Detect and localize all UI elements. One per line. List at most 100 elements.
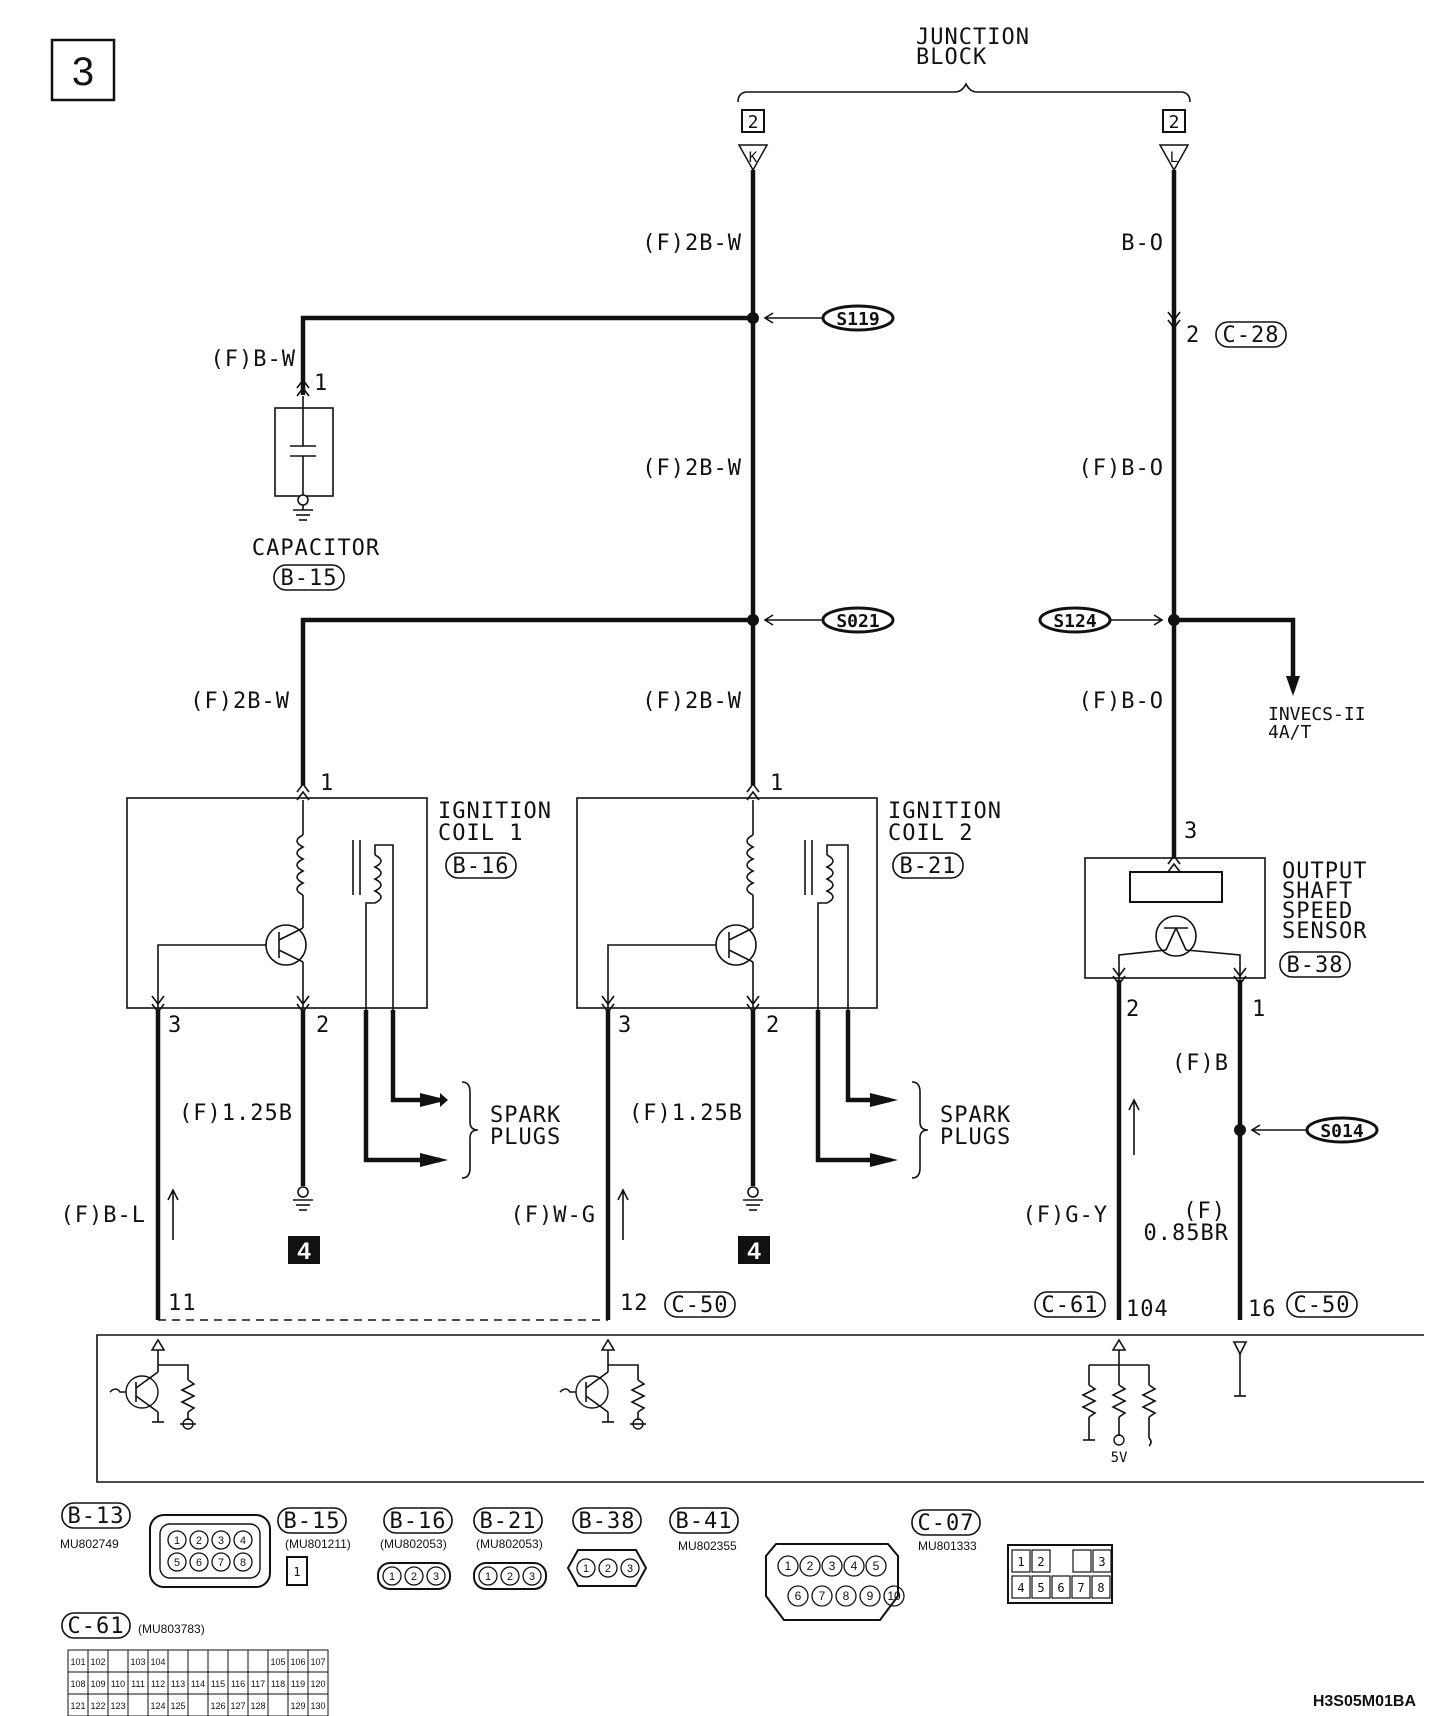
svg-text:106: 106 bbox=[290, 1657, 305, 1667]
wire-labels: (F)2B-W (F)2B-W (F)2B-W (F)2B-W (F)B-W B… bbox=[61, 231, 1229, 1246]
svg-text:8: 8 bbox=[1097, 1581, 1104, 1595]
coil1-pin-left: 3 bbox=[168, 1013, 182, 1038]
legend-c07-pin: 2 bbox=[1031, 1549, 1051, 1573]
legend-b41-pin: 3 bbox=[821, 1555, 843, 1577]
svg-text:3: 3 bbox=[529, 1571, 535, 1583]
svg-text:121: 121 bbox=[70, 1701, 85, 1711]
ignition-coil-1: 1 3 2 IGNITION COIL 1 B-16 bbox=[126, 771, 551, 1038]
wire-k-low: (F)2B-W bbox=[642, 689, 742, 714]
svg-text:116: 116 bbox=[231, 1679, 245, 1689]
legend-c61-cell: 127 bbox=[227, 1693, 249, 1716]
sensor-name-3: SPEED bbox=[1282, 899, 1353, 924]
page-number: 3 bbox=[72, 50, 94, 94]
legend-b15-part: (MU801211) bbox=[285, 1537, 351, 1551]
wire-k-top: (F)2B-W bbox=[642, 231, 742, 256]
svg-text:3: 3 bbox=[1098, 1555, 1105, 1569]
ignition-coil-2: 1 3 2 IGNITION COIL 2 B-21 bbox=[576, 771, 1001, 1038]
legend-c07-pin: 5 bbox=[1031, 1575, 1051, 1599]
svg-text:104: 104 bbox=[150, 1657, 165, 1667]
legend-c61-cell bbox=[267, 1693, 289, 1716]
svg-text:7: 7 bbox=[218, 1557, 224, 1569]
wire-k-mid: (F)2B-W bbox=[642, 456, 742, 481]
coil2-pin-left: 3 bbox=[618, 1013, 632, 1038]
legend-b13-pin: 6 bbox=[189, 1552, 209, 1572]
legend-b16-pin: 1 bbox=[382, 1566, 402, 1586]
jb-terminal-l: L bbox=[1170, 150, 1178, 166]
svg-text:1: 1 bbox=[389, 1571, 395, 1583]
legend-c07-pin: 8 bbox=[1091, 1575, 1111, 1599]
legend-c61-cell: 128 bbox=[247, 1693, 269, 1716]
ground-4-right: 4 bbox=[738, 1186, 770, 1265]
legend-c61-cell: 114 bbox=[187, 1671, 209, 1695]
legend-b38-ref: B-38 bbox=[579, 1509, 636, 1534]
legend-c07-pin: 6 bbox=[1051, 1575, 1071, 1599]
legend-b41-pin: 8 bbox=[835, 1585, 857, 1607]
wire-coil1-signal: (F)B-L bbox=[61, 1203, 146, 1228]
legend-c61-cell: 119 bbox=[287, 1671, 309, 1695]
svg-text:115: 115 bbox=[211, 1679, 225, 1689]
legend-c61-cell bbox=[167, 1649, 189, 1673]
coil2-ref: B-21 bbox=[900, 854, 957, 879]
svg-text:123: 123 bbox=[110, 1701, 125, 1711]
legend-b13-ref: B-13 bbox=[68, 1504, 125, 1529]
svg-text:6: 6 bbox=[1057, 1581, 1064, 1595]
legend-c61-cell: 122 bbox=[87, 1693, 109, 1716]
legend-c61-cell: 108 bbox=[67, 1671, 89, 1695]
legend-b21-pin: 1 bbox=[478, 1566, 498, 1586]
svg-text:2: 2 bbox=[507, 1571, 513, 1583]
svg-text:101: 101 bbox=[70, 1657, 85, 1667]
legend-c61-cell: 111 bbox=[127, 1671, 149, 1695]
legend-c61-cell bbox=[107, 1649, 129, 1673]
invecs-line1: INVECS-II bbox=[1268, 704, 1366, 725]
svg-text:4: 4 bbox=[1017, 1581, 1024, 1595]
legend-c61-cell: 112 bbox=[147, 1671, 169, 1695]
output-shaft-speed-sensor: 3 2 1 OUTPUT SHAFT SPEED SENSOR B-38 bbox=[1084, 819, 1366, 1022]
legend-c61-cell bbox=[227, 1649, 249, 1673]
legend-c07-part: MU801333 bbox=[918, 1539, 977, 1553]
svg-text:105: 105 bbox=[270, 1657, 285, 1667]
ecu-connector-labels: 11 12 C-50 C-61 104 16 C-50 bbox=[168, 1291, 1358, 1322]
legend-c07-pin: 1 bbox=[1011, 1549, 1031, 1573]
junction-block-title-1: JUNCTION bbox=[916, 25, 1030, 50]
ecu-pin-104: 104 bbox=[1126, 1297, 1169, 1322]
svg-text:8: 8 bbox=[843, 1589, 850, 1603]
svg-text:5: 5 bbox=[174, 1557, 180, 1569]
legend-b16-part: (MU802053) bbox=[380, 1537, 447, 1551]
figure-code: H3S05M01BA bbox=[1313, 1693, 1417, 1710]
legend-b15: B-15 (MU801211) 1 bbox=[277, 1507, 351, 1586]
wire-l-top: B-O bbox=[1121, 231, 1164, 256]
legend-b38-pin: 1 bbox=[576, 1558, 596, 1578]
legend-c61-cell bbox=[187, 1649, 209, 1673]
svg-text:1: 1 bbox=[485, 1571, 491, 1583]
legend-c61-cell: 129 bbox=[287, 1693, 309, 1716]
coil2-pin-top: 1 bbox=[770, 771, 784, 796]
legend-b41-pin: 1 bbox=[777, 1555, 799, 1577]
svg-text:9: 9 bbox=[867, 1589, 874, 1603]
svg-text:127: 127 bbox=[230, 1701, 245, 1711]
svg-text:2: 2 bbox=[807, 1559, 814, 1573]
svg-text:119: 119 bbox=[291, 1679, 305, 1689]
legend-b16-pin: 2 bbox=[404, 1566, 424, 1586]
legend-c07-pin: 4 bbox=[1011, 1575, 1031, 1599]
wire-coil2-signal: (F)W-G bbox=[511, 1203, 596, 1228]
legend-c61-ref: C-61 bbox=[68, 1614, 125, 1639]
coil1-pin-right: 2 bbox=[316, 1013, 330, 1038]
wire-sensor-ground-top: (F)B bbox=[1172, 1051, 1229, 1076]
jb-ref-left: 2 bbox=[748, 112, 759, 133]
svg-text:3: 3 bbox=[433, 1571, 439, 1583]
ecu-pin-12: 12 bbox=[620, 1291, 649, 1316]
legend-b15-ref: B-15 bbox=[284, 1509, 341, 1534]
svg-text:8: 8 bbox=[240, 1557, 246, 1569]
legend-b41-ref: B-41 bbox=[676, 1509, 733, 1534]
legend-b41-pin: 2 bbox=[799, 1555, 821, 1577]
capacitor-pin: 1 bbox=[314, 371, 328, 396]
splice-s014: S014 bbox=[1234, 1116, 1379, 1144]
splice-s014-label: S014 bbox=[1320, 1121, 1364, 1142]
